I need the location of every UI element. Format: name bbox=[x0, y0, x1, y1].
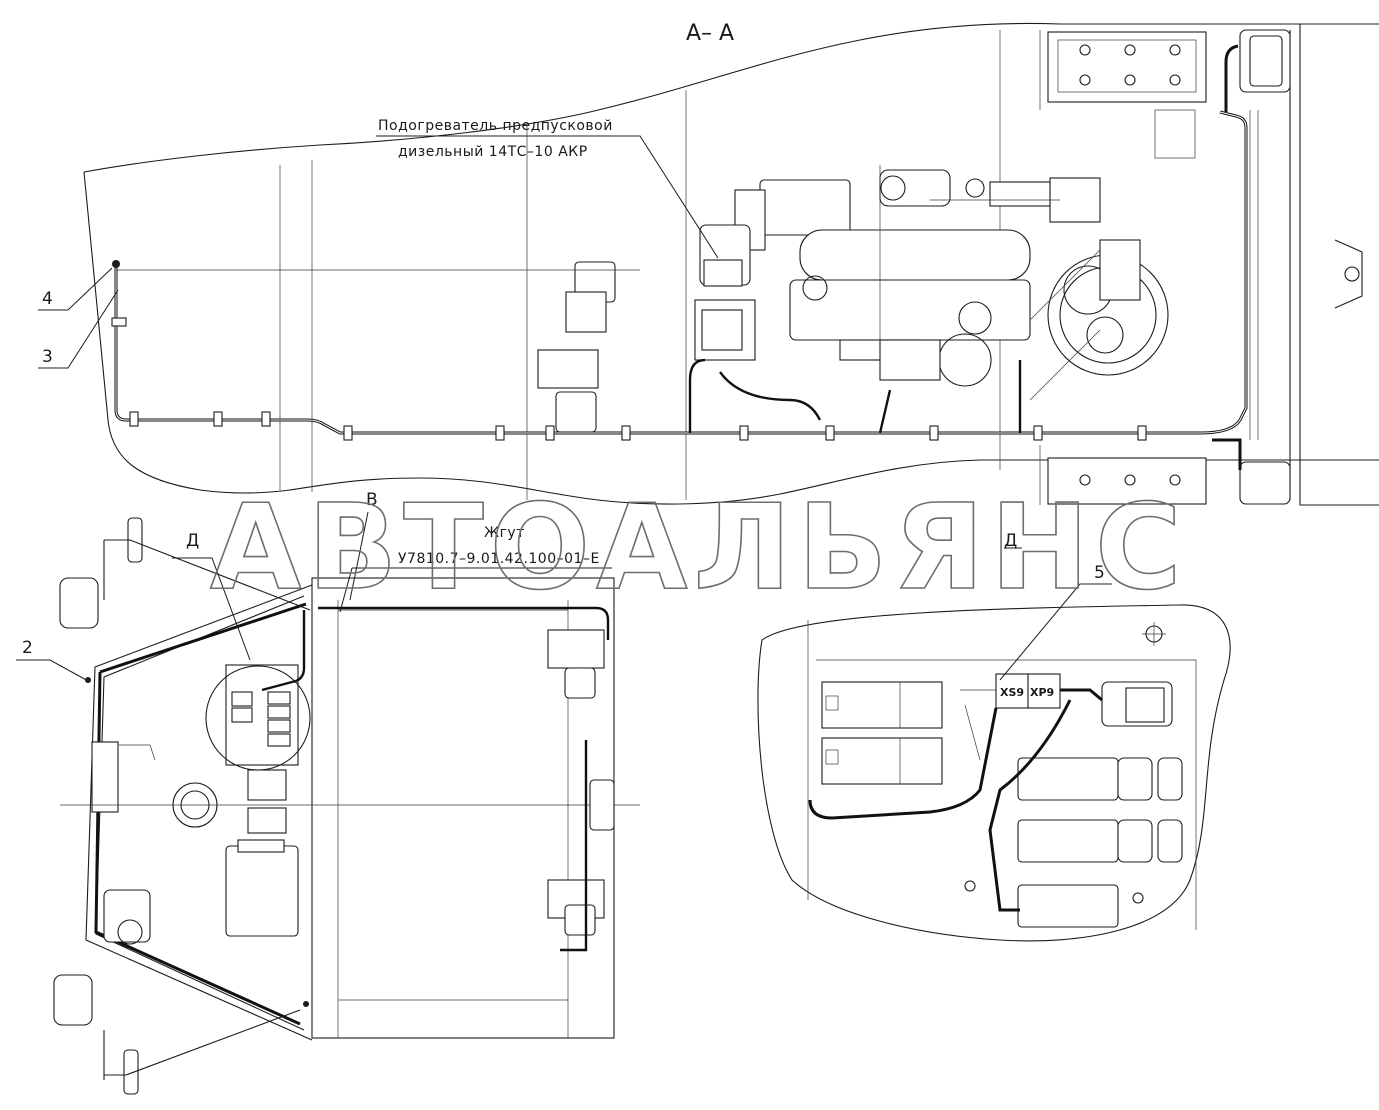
view-d-marker: Д bbox=[1004, 531, 1022, 551]
svg-text:3: 3 bbox=[42, 347, 53, 367]
svg-text:4: 4 bbox=[42, 289, 53, 309]
callout-4: 4 bbox=[38, 267, 113, 311]
callout-d: Д bbox=[172, 531, 251, 661]
callout-2: 2 bbox=[16, 638, 91, 683]
harness-label-line1: Жгут bbox=[484, 525, 525, 541]
svg-text:2: 2 bbox=[22, 638, 33, 658]
callout-5: 5 bbox=[999, 563, 1112, 681]
svg-text:Д: Д bbox=[186, 531, 199, 551]
harness-callout: Жгут У7810.7–9.01.42.100–01–Е bbox=[339, 525, 612, 613]
svg-text:В: В bbox=[366, 490, 378, 510]
callout-3: 3 bbox=[38, 289, 119, 369]
detail-view-d bbox=[757, 604, 1231, 942]
connector-xs9: XS9 bbox=[1000, 686, 1024, 699]
section-title: А– А bbox=[686, 21, 734, 46]
top-view bbox=[83, 22, 1379, 506]
harness-label-line2: У7810.7–9.01.42.100–01–Е bbox=[398, 551, 600, 567]
watermark-text: АВТОАЛЬЯНС bbox=[210, 478, 1188, 616]
cab-plan-view bbox=[53, 517, 640, 1095]
heater-label-line1: Подогреватель предпусковой bbox=[378, 118, 613, 134]
heater-label-line2: дизельный 14ТС–10 АКР bbox=[398, 144, 588, 160]
callout-b: В bbox=[349, 490, 378, 601]
svg-text:Д: Д bbox=[1004, 531, 1017, 551]
heater-callout: Подогреватель предпусковой дизельный 14Т… bbox=[376, 118, 719, 259]
connector-xp9: XP9 bbox=[1030, 686, 1054, 699]
harness-clips bbox=[111, 317, 1147, 441]
svg-text:5: 5 bbox=[1094, 563, 1105, 583]
